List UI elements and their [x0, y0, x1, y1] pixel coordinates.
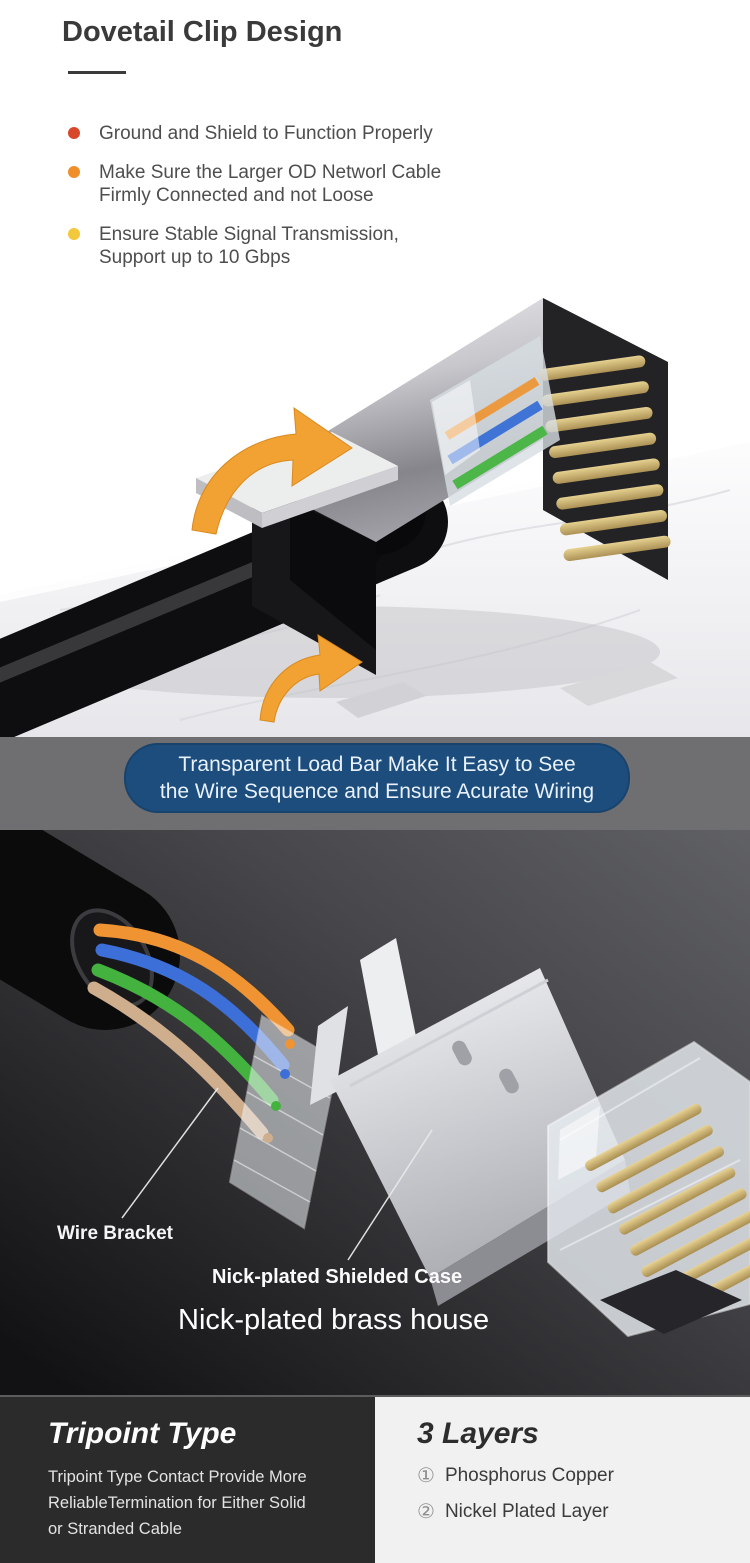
- title-underline: [68, 71, 126, 74]
- layers-list: ① Phosphorus Copper ② Nickel Plated Laye…: [417, 1463, 750, 1524]
- callout-banner: Transparent Load Bar Make It Easy to See…: [124, 743, 630, 813]
- callout-wire-bracket: Wire Bracket: [57, 1223, 173, 1244]
- layer-label: Phosphorus Copper: [444, 1464, 614, 1486]
- banner-line: Transparent Load Bar Make It Easy to See: [178, 753, 576, 776]
- leader-line: [347, 1129, 433, 1261]
- feature-line: Ground and Shield to Function Properly: [99, 123, 433, 144]
- tripoint-description: Tripoint Type Contact Provide More Relia…: [48, 1464, 375, 1542]
- bullet-dot-icon: [68, 127, 80, 139]
- exploded-view-section: Wire Bracket Nick-plated Shielded Case N…: [0, 830, 750, 1397]
- load-bar: [228, 1014, 340, 1230]
- banner-line: the Wire Sequence and Ensure Acurate Wir…: [159, 780, 595, 803]
- description-line: or Stranded Cable: [48, 1520, 182, 1538]
- layers-panel: 3 Layers ① Phosphorus Copper ② Nickel Pl…: [375, 1397, 750, 1563]
- transparent-window: [430, 336, 560, 506]
- feature-line: Firmly Connected and not Loose: [99, 185, 374, 206]
- gold-pins: [538, 355, 671, 562]
- bullet-dot-icon: [68, 166, 80, 178]
- layer-label: Nickel Plated Layer: [444, 1500, 609, 1522]
- feature-item-ground: Ground and Shield to Function Properly: [68, 122, 628, 145]
- feature-line: Make Sure the Larger OD Networl Cable: [99, 162, 442, 183]
- callout-shielded-case: Nick-plated Shielded Case: [212, 1266, 463, 1288]
- curved-arrow-icon: [191, 406, 353, 535]
- tripoint-title: Tripoint Type: [48, 1417, 237, 1450]
- transparent-connector: [547, 1040, 750, 1338]
- description-line: ReliableTermination for Either Solid: [48, 1494, 306, 1512]
- cable-loadbar-connector-image: [0, 830, 750, 1338]
- stripped-cable: [0, 830, 295, 1140]
- feature-line: Support up to 10 Gbps: [99, 247, 291, 268]
- feature-line: Ensure Stable Signal Transmission,: [99, 224, 399, 245]
- leader-line: [121, 1087, 219, 1219]
- shielded-connector: [196, 298, 678, 718]
- description-line: Tripoint Type Contact Provide More: [48, 1468, 307, 1486]
- callout-brass-house: Nick-plated brass house: [178, 1304, 490, 1336]
- curved-arrow-icon: [259, 634, 363, 723]
- feature-item-od-cable: Make Sure the Larger OD Networl Cable Fi…: [68, 161, 628, 207]
- tripoint-panel: Tripoint Type Tripoint Type Contact Prov…: [0, 1397, 375, 1563]
- list-item: ② Nickel Plated Layer: [417, 1499, 750, 1524]
- connector-cutaway-image: [0, 298, 750, 737]
- bullet-dot-icon: [68, 228, 80, 240]
- divider: [0, 1395, 750, 1397]
- list-item: ① Phosphorus Copper: [417, 1463, 750, 1488]
- page-title: Dovetail Clip Design: [62, 16, 343, 48]
- circled-number-icon: ②: [417, 1501, 435, 1523]
- feature-item-signal: Ensure Stable Signal Transmission, Suppo…: [68, 223, 628, 269]
- layers-title: 3 Layers: [417, 1417, 539, 1450]
- feature-list: Ground and Shield to Function Properly M…: [68, 122, 628, 285]
- circled-number-icon: ①: [417, 1465, 435, 1487]
